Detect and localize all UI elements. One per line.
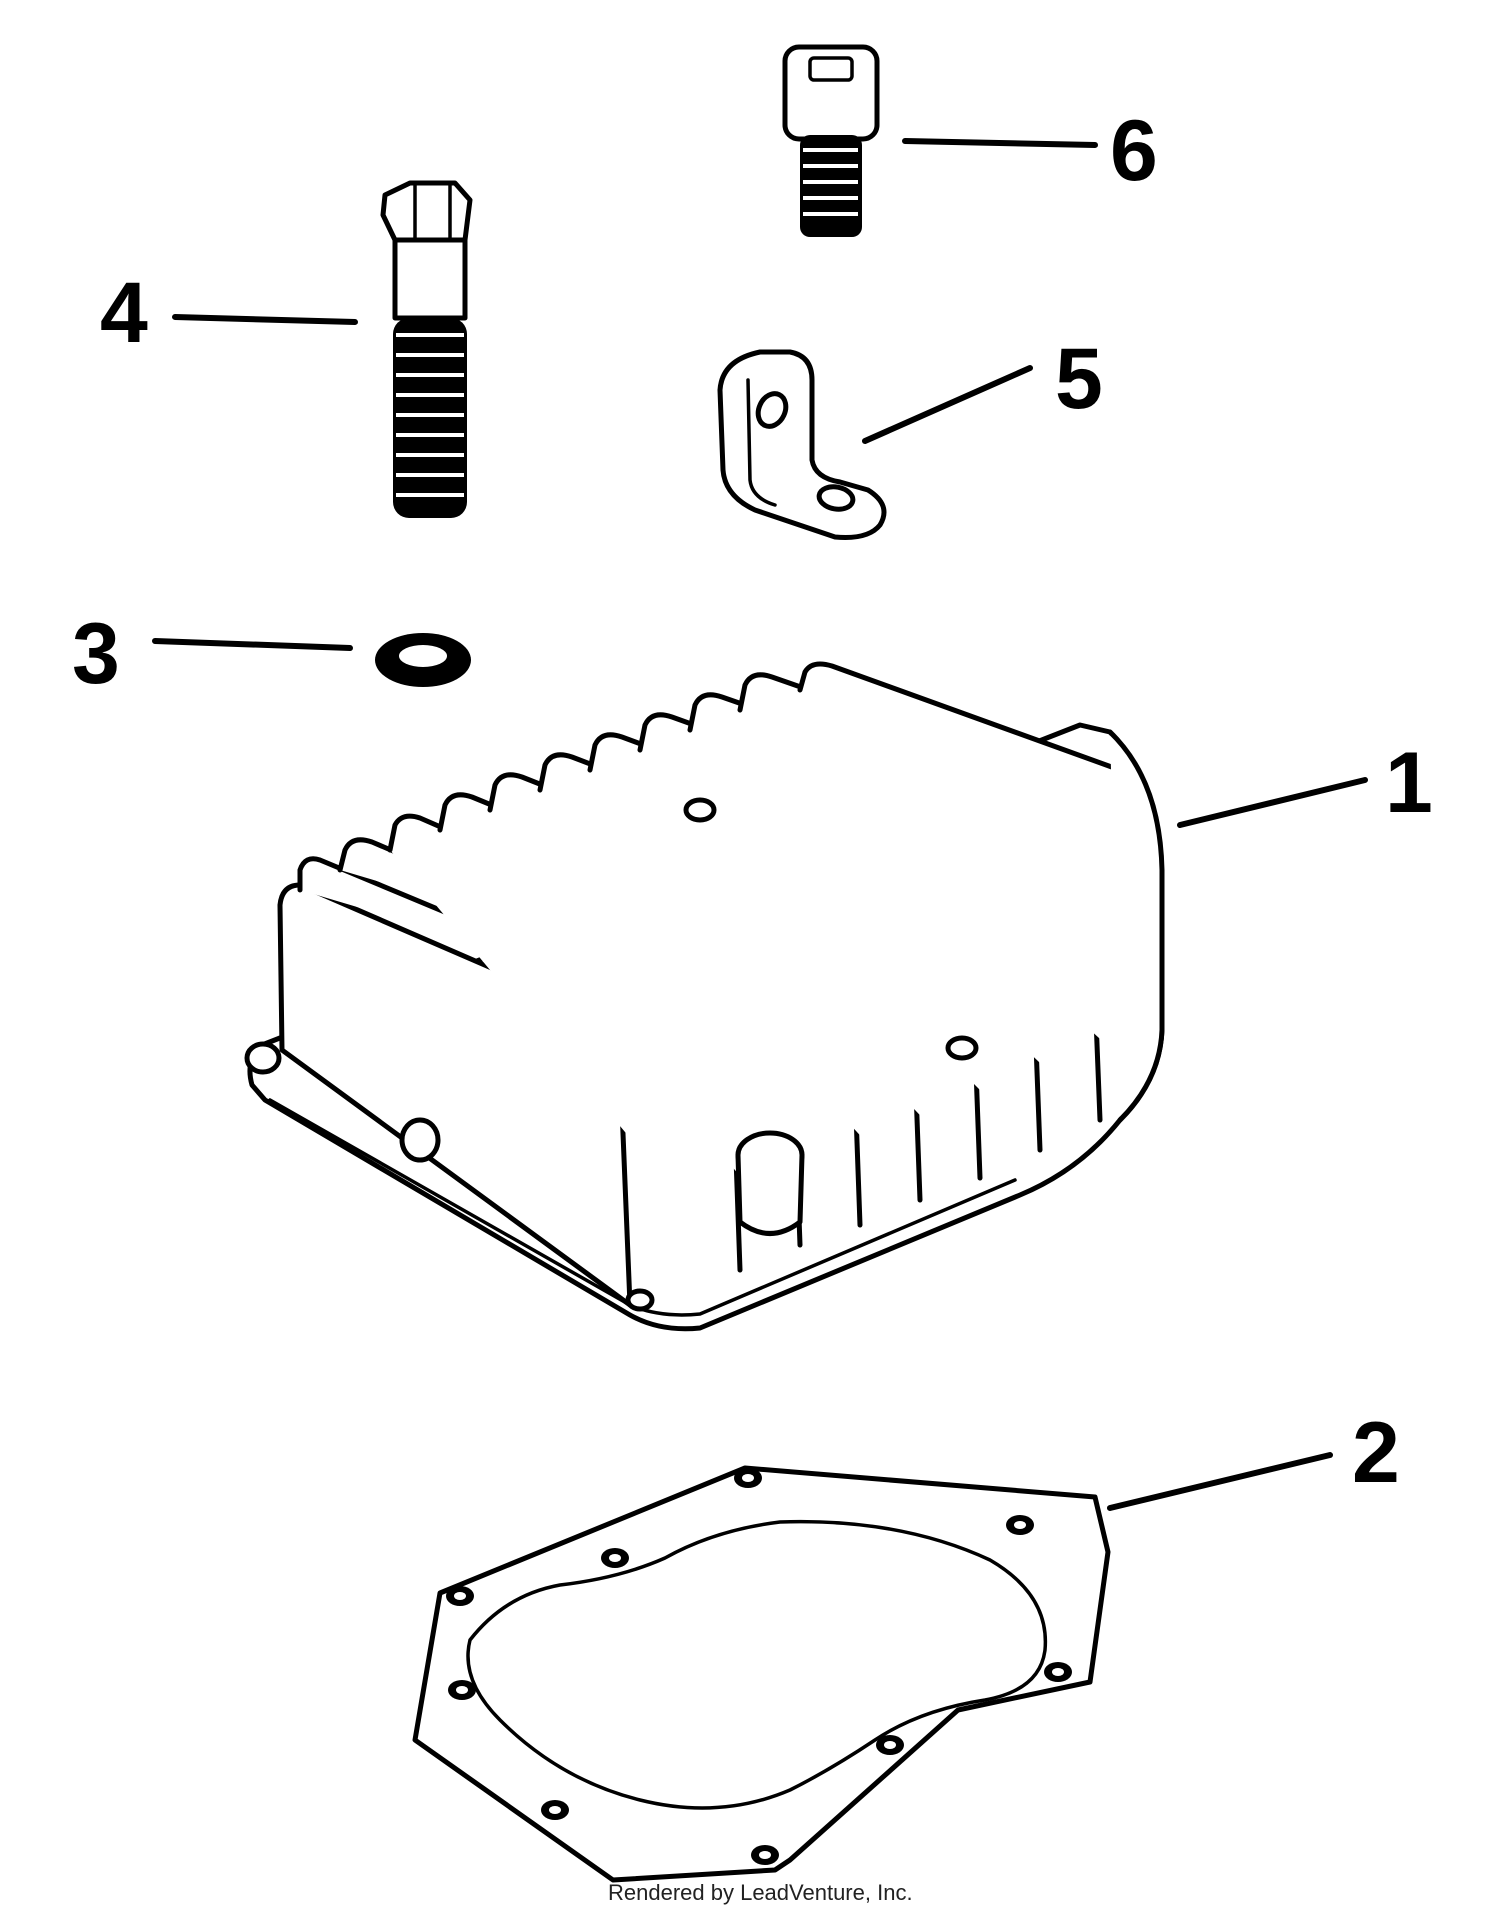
socket-head-screw-part: [782, 44, 880, 237]
callout-leader-5: [862, 365, 1033, 444]
hex-bolt-part: [380, 180, 473, 518]
washer-part: [375, 633, 471, 687]
callout-leader-4: [172, 314, 358, 325]
callout-number-5: 5: [1055, 331, 1103, 427]
callout-leader-3: [152, 638, 353, 651]
cylinder-head-part: [244, 661, 1165, 1332]
head-gasket-part: [412, 1465, 1111, 1883]
callout-leader-2: [1107, 1452, 1333, 1511]
callout-leader-6: [902, 138, 1098, 148]
callout-leader-1: [1177, 777, 1368, 828]
callout-number-2: 2: [1352, 1405, 1400, 1501]
bracket-part: [717, 349, 887, 540]
callout-number-3: 3: [72, 606, 120, 702]
callout-number-4: 4: [100, 265, 148, 361]
footer-credit: Rendered by LeadVenture, Inc.: [608, 1880, 913, 1905]
callout-number-6: 6: [1110, 103, 1158, 199]
callout-number-1: 1: [1385, 735, 1433, 831]
